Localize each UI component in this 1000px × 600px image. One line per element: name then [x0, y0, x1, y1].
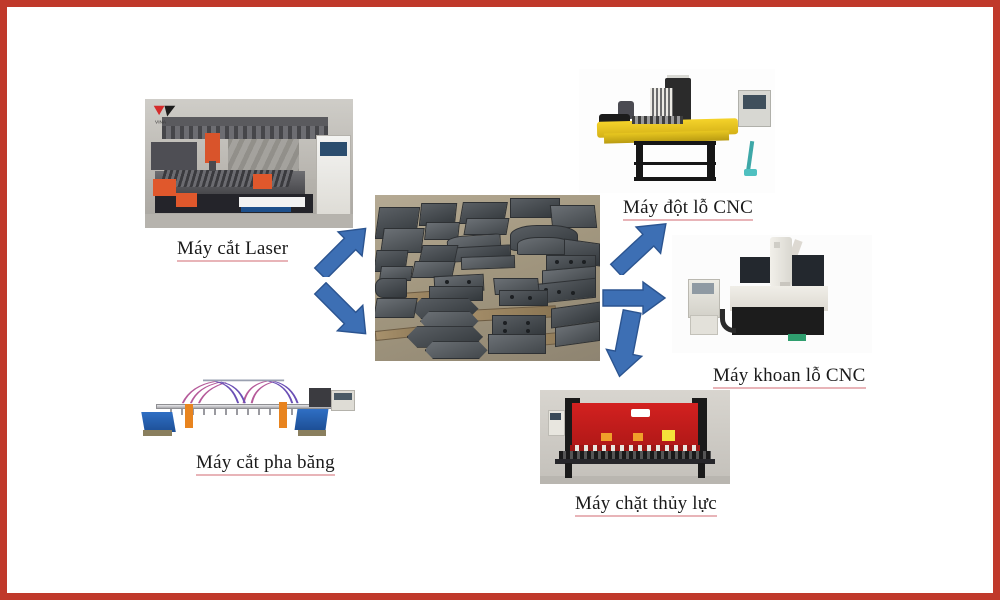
caption-drill: Máy khoan lỗ CNC: [713, 365, 866, 389]
caption-band: Máy cắt pha băng: [196, 452, 335, 476]
hydraulic-shearing-machine-photo: [540, 390, 730, 484]
arrow-to-band: [307, 282, 379, 340]
caption-laser: Máy cắt Laser: [177, 238, 289, 262]
cnc-drilling-machine-photo: [672, 235, 872, 353]
band-cutting-machine-photo: [139, 373, 357, 443]
arrow-to-drill: [601, 279, 667, 317]
steel-plates-photo: [375, 195, 600, 361]
hose-bundle-icon: [181, 379, 299, 403]
caption-punch: Máy đột lỗ CNC: [623, 197, 754, 221]
diagram-canvas: VINA Máy cắt Laser: [7, 7, 993, 593]
caption-shear: Máy chặt thủy lực: [575, 493, 717, 517]
arrow-to-punch: [603, 219, 679, 275]
arrow-to-laser: [307, 225, 379, 277]
arrow-to-shear: [599, 307, 653, 379]
svg-text:VINA: VINA: [155, 119, 167, 125]
cnc-punching-machine-photo: [579, 69, 775, 193]
laser-cutting-machine-photo: VINA: [145, 99, 353, 228]
brand-logo-icon: VINA: [151, 103, 178, 125]
